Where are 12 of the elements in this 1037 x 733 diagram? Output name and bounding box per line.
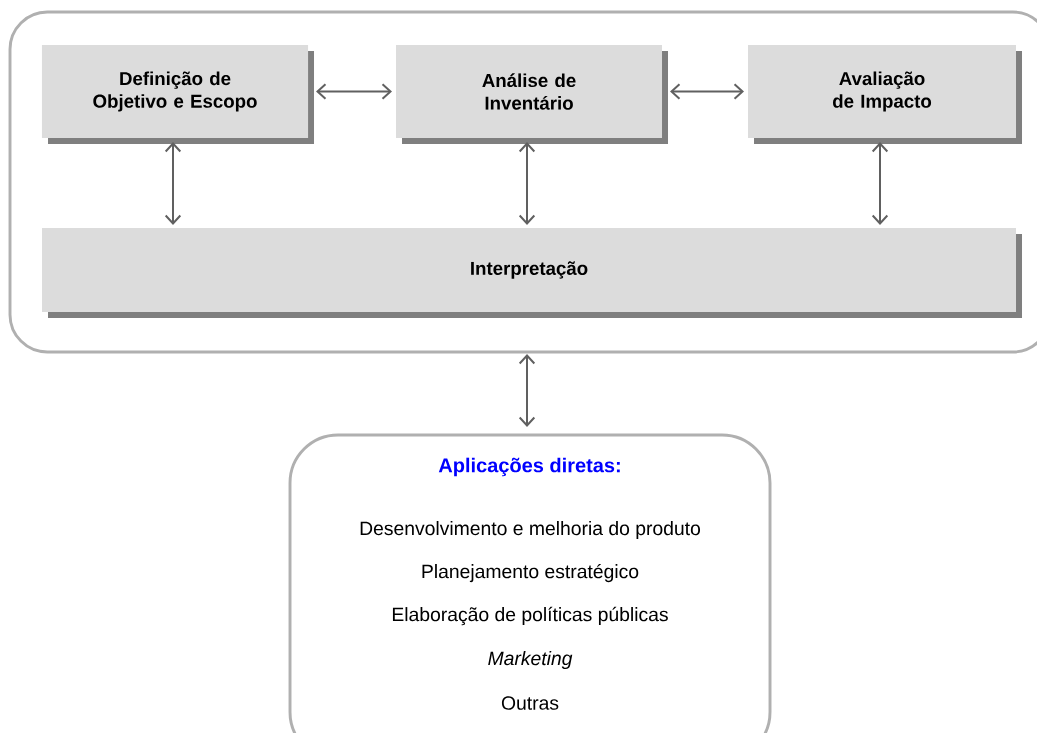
process-box: Definição de Objetivo e Escopo (41, 44, 314, 144)
application-box: Aplicações diretas: Desenvolvimento e melhoria do produto Planejamento estratégico Elaboração de políticas públicas Marketing Outras (288, 433, 772, 733)
arrow (164, 142, 182, 225)
arrow (518, 354, 536, 427)
frame-box (8, 10, 1037, 354)
arrow (518, 142, 536, 225)
arrow (316, 83, 392, 100)
arrow (871, 142, 889, 225)
process-box: Interpretação (42, 228, 1022, 318)
process-box: Avaliação de Impacto (748, 44, 1022, 144)
process-box: Análise de Inventário (396, 44, 668, 144)
arrow (670, 83, 744, 100)
